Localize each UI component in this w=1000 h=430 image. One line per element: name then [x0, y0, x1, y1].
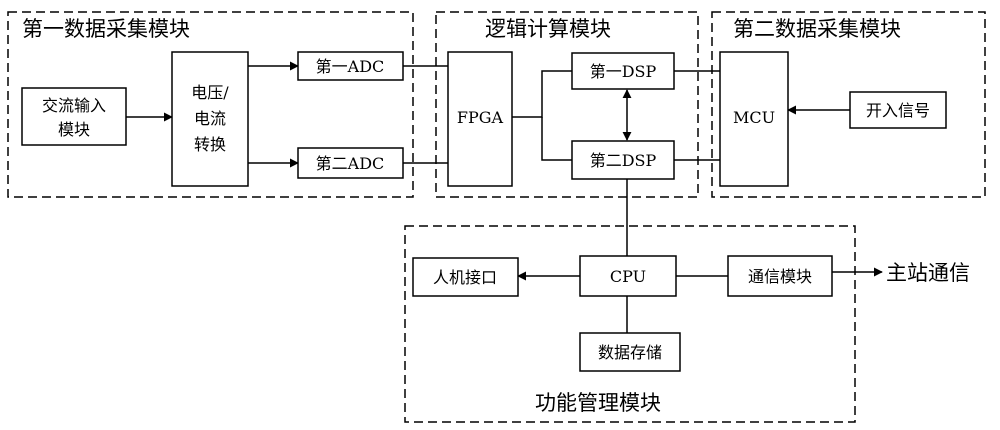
block-fpga-label: FPGA — [457, 108, 504, 127]
block-adc-1-label: 第一ADC — [316, 57, 385, 76]
block-dsp-2-label: 第二DSP — [590, 151, 657, 170]
group-data-acquisition-1 — [7, 11, 414, 198]
block-mcu — [719, 51, 789, 187]
group-title-data-acquisition-2: 第二数据采集模块 — [733, 17, 901, 41]
block-fpga — [447, 51, 513, 187]
wire-fpga-to-dsp2 — [541, 117, 572, 161]
block-adc-2-label: 第二ADC — [316, 154, 385, 173]
block-ac-input — [21, 87, 127, 146]
block-converter-line-3: 转换 — [194, 135, 226, 154]
group-function-management — [404, 225, 856, 423]
block-hmi — [412, 257, 519, 297]
block-cpu — [579, 255, 677, 297]
block-dsp-1 — [571, 52, 675, 90]
master-station-label: 主站通信 — [886, 261, 970, 285]
wire-fpga-to-dsp1 — [512, 70, 572, 118]
block-converter-line-1: 电压/ — [191, 83, 229, 102]
block-ac-input-line-1: 交流输入 — [42, 96, 106, 115]
block-communication — [727, 255, 833, 297]
block-voltage-current-converter — [171, 51, 249, 187]
block-dsp-2 — [571, 140, 675, 180]
block-communication-label: 通信模块 — [748, 267, 812, 286]
block-adc-2 — [297, 147, 404, 179]
block-dsp-1-label: 第一DSP — [590, 62, 657, 81]
block-hmi-label: 人机接口 — [433, 268, 497, 287]
group-title-data-acquisition-1: 第一数据采集模块 — [22, 17, 190, 41]
block-data-storage-label: 数据存储 — [598, 343, 662, 362]
block-binary-input — [849, 91, 947, 129]
group-logic-calculation — [435, 11, 699, 198]
block-binary-input-label: 开入信号 — [866, 101, 930, 120]
block-cpu-label: CPU — [610, 267, 646, 286]
block-converter-line-2: 电流 — [194, 109, 226, 128]
group-title-logic-calculation: 逻辑计算模块 — [485, 17, 611, 41]
block-ac-input-line-2: 模块 — [58, 120, 90, 139]
block-data-storage — [579, 332, 681, 372]
block-adc-1 — [297, 51, 404, 81]
group-data-acquisition-2 — [711, 11, 986, 198]
group-title-function-management: 功能管理模块 — [535, 391, 661, 415]
block-mcu-label: MCU — [733, 108, 775, 127]
